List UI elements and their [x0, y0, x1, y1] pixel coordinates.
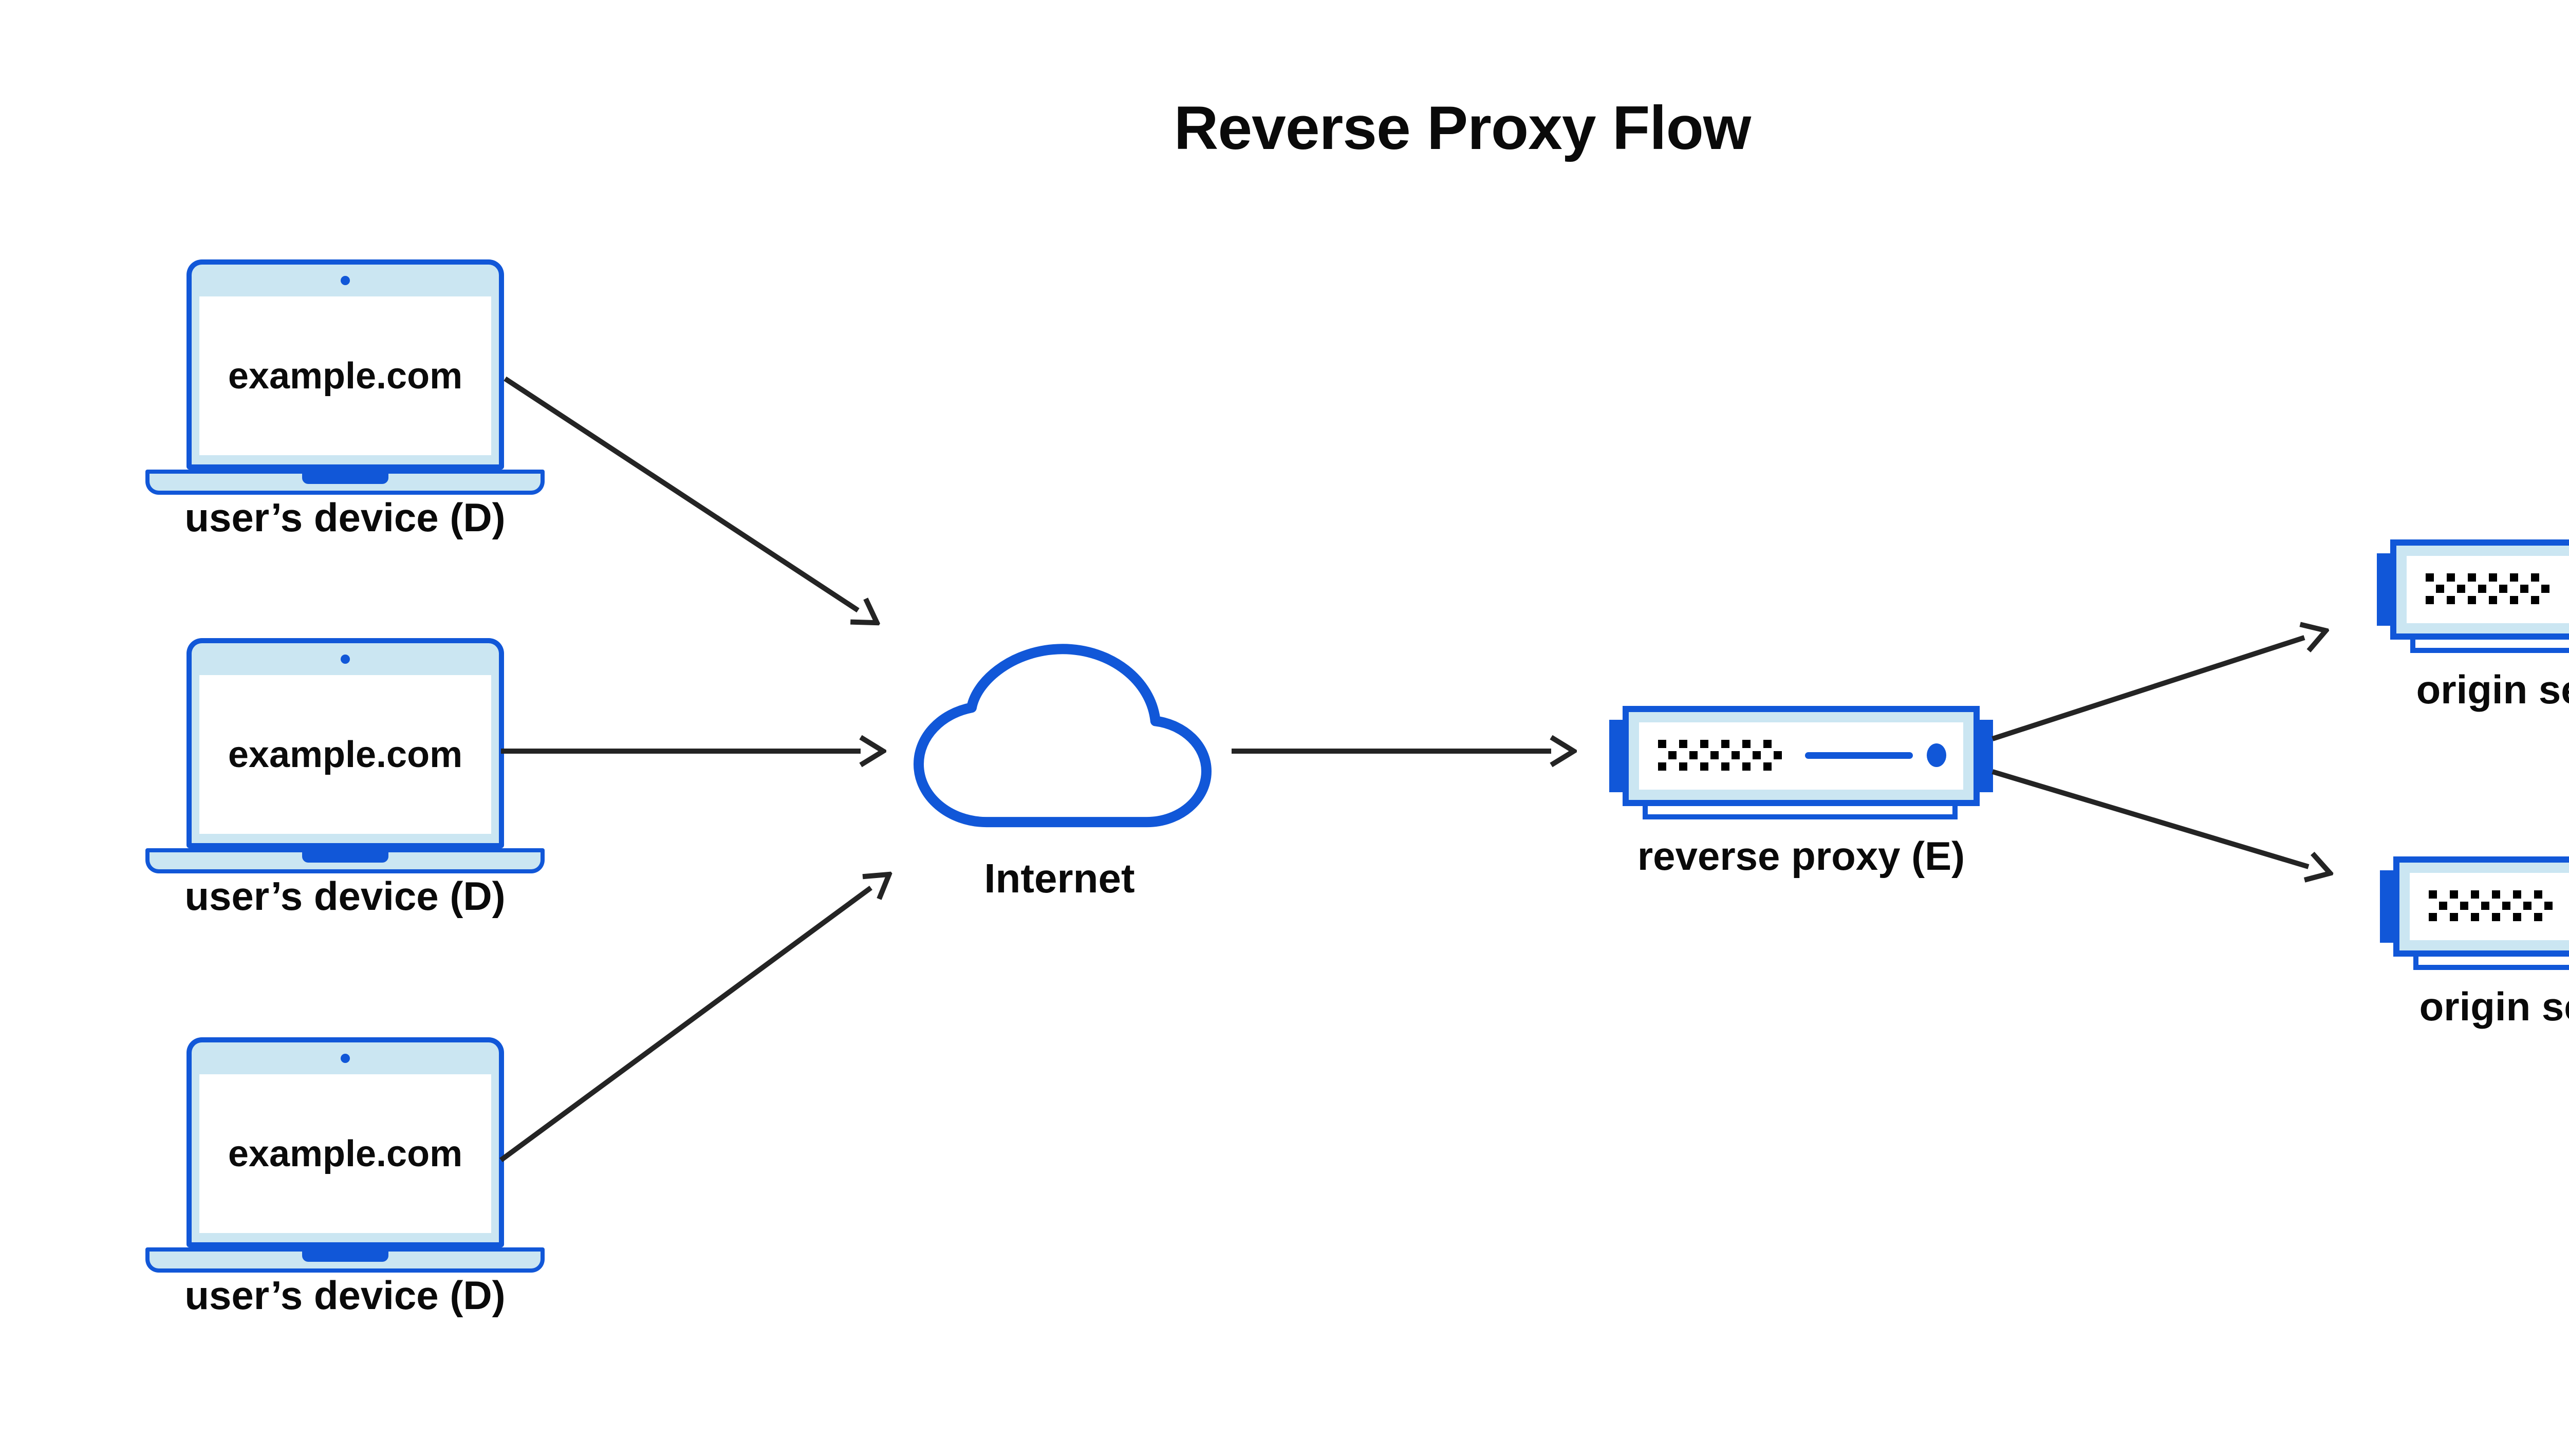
server-pedestal [2413, 955, 2569, 970]
origin-server-label-2: origin server (F) [2419, 984, 2569, 1029]
arrow-proxy-to-origin1 [1991, 638, 2304, 741]
origin-server-2: origin server (F) [2380, 856, 2569, 1027]
server-box [2390, 539, 2569, 640]
internet-label: Internet [984, 855, 1135, 901]
laptop-screen: example.com [187, 638, 504, 848]
laptop-screen: example.com [187, 1037, 504, 1247]
reverse-proxy-server: reverse proxy (E) [1609, 706, 1993, 876]
laptop-screen: example.com [187, 259, 504, 470]
device-label-3: user’s device (D) [184, 1273, 506, 1318]
origin-server-label-1: origin server (F) [2416, 667, 2569, 712]
diagram-title: Reverse Proxy Flow [1174, 94, 1752, 162]
laptop-display: example.com [199, 675, 491, 834]
laptop-base [145, 848, 545, 873]
webcam-dot-icon [341, 655, 350, 664]
laptop-base [145, 1247, 545, 1273]
laptop-display: example.com [199, 296, 491, 455]
user-device-2: example.com user’s device (D) [145, 638, 545, 926]
webcam-dot-icon [341, 1054, 350, 1063]
laptop-display: example.com [199, 1074, 491, 1233]
device-label-1: user’s device (D) [184, 495, 506, 540]
server-front-panel [2410, 873, 2569, 940]
user-device-3: example.com user’s device (D) [145, 1037, 545, 1325]
device-label-2: user’s device (D) [184, 873, 506, 919]
server-ear-right [1980, 720, 1993, 792]
screen-url-text: example.com [228, 1133, 463, 1174]
server-front-panel [2407, 556, 2569, 623]
origin-server-1: origin server (F) [2377, 539, 2569, 710]
server-pedestal [1643, 805, 1958, 819]
arrow-device3-to-internet [499, 888, 871, 1163]
server-ear-left [2377, 553, 2390, 626]
server-power-dot-icon [1927, 743, 1946, 767]
server-vents-icon [1658, 740, 1782, 771]
laptop-base-notch [302, 852, 388, 863]
laptop-base-notch [302, 1252, 388, 1262]
screen-url-text: example.com [228, 734, 463, 775]
laptop-base-notch [302, 474, 388, 484]
server-vents-icon [2429, 890, 2553, 921]
internet-cloud-icon [919, 618, 1206, 869]
server-ear-left [2380, 870, 2393, 943]
server-vents-icon [2426, 573, 2550, 604]
reverse-proxy-label: reverse proxy (E) [1637, 833, 1965, 879]
server-ear-left [1609, 720, 1623, 792]
arrow-device1-to-internet [504, 376, 858, 610]
screen-url-text: example.com [228, 355, 463, 397]
laptop-base [145, 470, 545, 495]
server-pedestal [2410, 638, 2569, 653]
server-box [1623, 706, 1980, 806]
server-box [2393, 856, 2569, 957]
webcam-dot-icon [341, 276, 350, 285]
server-slot-line-icon [1805, 752, 1913, 759]
user-device-1: example.com user’s device (D) [145, 259, 545, 547]
server-front-panel [1639, 722, 1963, 790]
